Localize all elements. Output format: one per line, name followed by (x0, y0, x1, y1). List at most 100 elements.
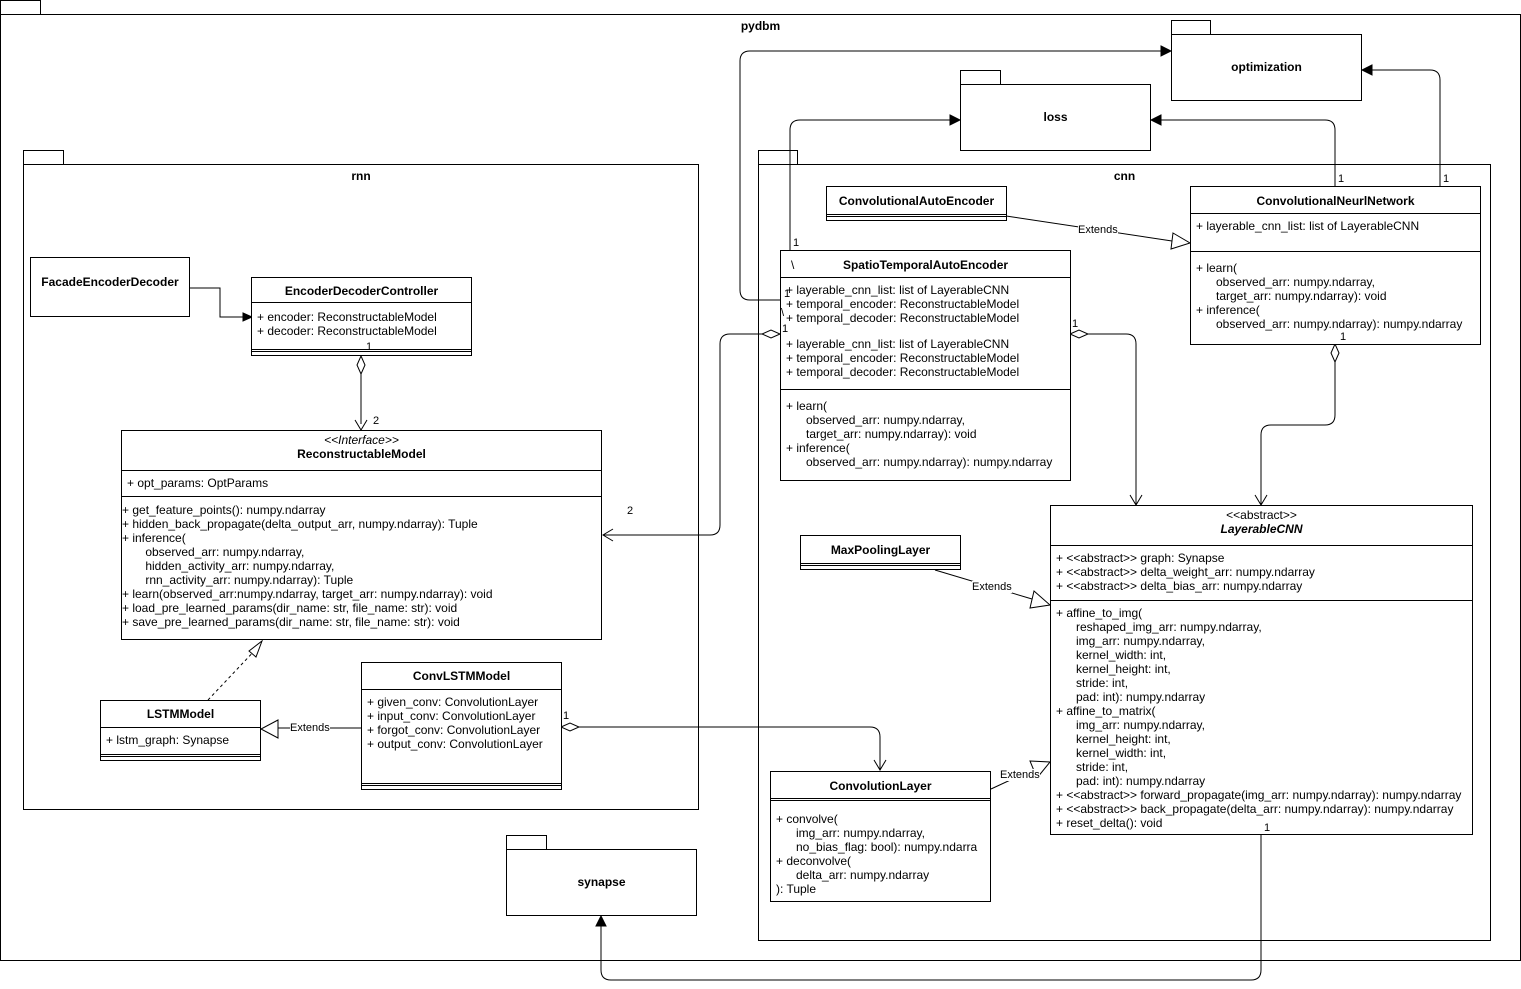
attribute-line: + <<abstract>> delta_weight_arr: numpy.n… (1056, 565, 1315, 579)
operation-line: observed_arr: numpy.ndarray): numpy.ndar… (1196, 317, 1463, 331)
class-name: ConvolutionalAutoEncoder (838, 194, 995, 208)
attribute-line: + input_conv: ConvolutionLayer (367, 709, 536, 723)
divider (1051, 545, 1472, 546)
multiplicity-label: 1 (366, 341, 373, 353)
class-conv-lstm-model[interactable]: ConvLSTMModel + given_conv: ConvolutionL… (361, 662, 562, 790)
operation-line: + learn(observed_arr:numpy.ndarray, targ… (122, 587, 493, 601)
operation-line: img_arr: numpy.ndarray, (776, 826, 925, 840)
class-lstm-model[interactable]: LSTMModel + lstm_graph: Synapse (100, 700, 261, 761)
divider (101, 727, 260, 728)
attribute-line: + output_conv: ConvolutionLayer (367, 737, 543, 751)
attribute-line: + opt_params: OptParams (127, 476, 269, 490)
multiplicity-label: 1 (563, 710, 570, 722)
operation-line: ): Tuple (776, 882, 817, 896)
class-stereotype: <<abstract>> (1226, 508, 1297, 522)
loss-package-tab (960, 70, 1001, 85)
operation-line: + inference( (786, 441, 850, 455)
cnn-optimization-arrowhead (1360, 64, 1373, 76)
multiplicity-label: 1 (1340, 331, 1347, 343)
operation-line: + learn( (1196, 261, 1238, 275)
multiplicity-label: \ (781, 307, 785, 319)
operation-line: + inference( (122, 531, 186, 545)
name-prefix-mark: \ (791, 258, 795, 272)
class-name: EncoderDecoderController (284, 284, 439, 298)
convlstm-convlayer-arrowhead (873, 759, 887, 771)
class-name: LSTMModel (146, 707, 215, 721)
divider (101, 754, 260, 757)
cnn-loss-arrowhead (1149, 114, 1162, 126)
attribute-line: + lstm_graph: Synapse (106, 733, 230, 747)
divider (122, 470, 601, 471)
multiplicity-label: 1 (793, 237, 800, 249)
stae-left-aggregation-diamond (760, 329, 782, 339)
lstm-realization-arrowhead (248, 639, 264, 658)
synapse-package-tab (506, 835, 547, 850)
cae-extends-arrowhead (1170, 232, 1192, 250)
operation-line: kernel_width: int, (1056, 648, 1167, 662)
stae-loss-arrowhead (949, 114, 962, 126)
class-encoder-decoder-controller[interactable]: EncoderDecoderController + encoder: Reco… (251, 277, 472, 356)
operation-line: + save_pre_learned_params(dir_name: str,… (122, 615, 460, 629)
class-max-pooling-layer[interactable]: MaxPoolingLayer (800, 535, 961, 570)
convlstm-aggregation-diamond (559, 722, 581, 732)
class-name: LayerableCNN (1220, 522, 1303, 536)
synapse-package-title: synapse (577, 875, 626, 889)
rnn-package: rnn (23, 164, 699, 810)
operation-line: hidden_activity_arr: numpy.ndarray, (122, 559, 335, 573)
operation-line: + <<abstract>> back_propagate(delta_arr:… (1056, 802, 1454, 816)
multiplicity-label: 1 (1264, 822, 1271, 834)
attribute-line: + <<abstract>> delta_bias_arr: numpy.nda… (1056, 579, 1303, 593)
class-name: FacadeEncoderDecoder (41, 275, 179, 289)
multiplicity-label: 2 (373, 415, 380, 427)
pydbm-package-tab (0, 0, 41, 15)
layerable-synapse-arrowhead (595, 914, 607, 927)
facade-edc-arrowhead (242, 312, 254, 322)
cnn-package-tab (758, 150, 798, 165)
multiplicity-label: 1 (1072, 318, 1079, 330)
class-name: ConvolutionLayer (829, 779, 932, 793)
operation-line: stride: int, (1056, 676, 1129, 690)
operation-line: + hidden_back_propagate(delta_output_arr… (122, 517, 478, 531)
stae-recon-arrowhead (602, 528, 614, 542)
multiplicity-label: 1 (1338, 173, 1345, 185)
divider (362, 783, 561, 786)
stae-right-aggregation-diamond (1068, 329, 1090, 339)
class-convolutional-auto-encoder[interactable]: ConvolutionalAutoEncoder (826, 186, 1007, 221)
divider (827, 214, 1006, 217)
attribute-line: + layerable_cnn_list: list of LayerableC… (1196, 219, 1420, 233)
rnn-package-title: rnn (351, 169, 371, 183)
attribute-line: + <<abstract>> graph: Synapse (1056, 551, 1225, 565)
attribute-line: + encoder: ReconstructableModel (257, 310, 437, 324)
divider (1191, 213, 1480, 214)
operation-line: + convolve( (776, 812, 838, 826)
layerable-to-synapse-edge (600, 835, 1262, 981)
operation-line: observed_arr: numpy.ndarray, (122, 545, 305, 559)
class-layerable-cnn[interactable]: <<abstract>> LayerableCNN + <<abstract>>… (1050, 505, 1473, 835)
class-name: ConvolutionalNeurlNetwork (1256, 194, 1415, 208)
operation-line: kernel_height: int, (1056, 732, 1171, 746)
convlstm-to-convlayer-edge (579, 726, 881, 770)
operation-line: pad: int): numpy.ndarray (1056, 774, 1206, 788)
operation-line: img_arr: numpy.ndarray, (1056, 718, 1205, 732)
divider (771, 798, 990, 801)
convlstm-extends-arrowhead (259, 719, 279, 739)
divider (801, 563, 960, 566)
class-convolution-layer[interactable]: ConvolutionLayer + convolve( img_arr: nu… (770, 771, 991, 902)
stae-optimization-arrowhead (1160, 45, 1173, 57)
attribute-line: + layerable_cnn_list: list of LayerableC… (786, 283, 1010, 297)
facade-to-edc-edge (190, 287, 245, 318)
class-reconstructable-model[interactable]: <<Interface>> ReconstructableModel + opt… (121, 430, 602, 640)
multiplicity-label: 1 (782, 323, 789, 335)
operation-line: observed_arr: numpy.ndarray, (786, 413, 965, 427)
class-facade-encoder-decoder[interactable]: FacadeEncoderDecoder (30, 257, 190, 317)
class-spatio-temporal-auto-encoder[interactable]: \ SpatioTemporalAutoEncoder + layerable_… (780, 250, 1071, 481)
synapse-package: synapse (506, 849, 697, 916)
divider (781, 389, 1070, 390)
operation-line: observed_arr: numpy.ndarray): numpy.ndar… (786, 455, 1053, 469)
lstm-realization-edge (207, 646, 259, 701)
stae-to-layerable-edge (1088, 333, 1137, 505)
operation-line: + get_feature_points(): numpy.ndarray (122, 503, 326, 517)
attribute-line: + decoder: ReconstructableModel (257, 324, 437, 338)
class-convolutional-neurl-network[interactable]: ConvolutionalNeurlNetwork + layerable_cn… (1190, 186, 1481, 345)
class-name: MaxPoolingLayer (830, 543, 931, 557)
